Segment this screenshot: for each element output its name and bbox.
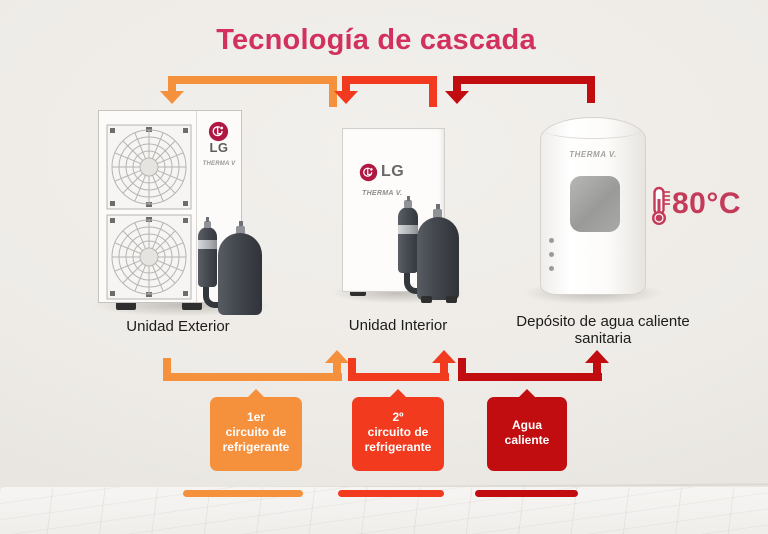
arrow-segment <box>440 361 448 381</box>
lg-logo-icon <box>208 121 229 142</box>
tank-label: Depósito de agua caliente sanitaria <box>503 313 703 347</box>
arrow-segment <box>458 373 602 381</box>
cylinder-band <box>398 225 418 234</box>
cylinder-foot <box>446 296 457 303</box>
arrow-segment <box>429 76 437 107</box>
hot-water-callout: Agua caliente <box>487 389 567 471</box>
outdoor-unit-panel-seam <box>196 111 197 302</box>
arrow-head-down-icon <box>160 91 184 104</box>
arrow-head-up-icon <box>585 350 609 363</box>
arrow-head-up-icon <box>432 350 456 363</box>
thermometer-icon <box>652 186 670 225</box>
cylinder-cap <box>433 209 442 218</box>
cylinder-stem <box>436 204 440 210</box>
cylinder-stem <box>407 196 410 201</box>
outdoor-unit-foot <box>116 302 136 310</box>
cylinder-cap <box>204 221 211 228</box>
outdoor-unit-foot <box>182 302 202 310</box>
arrow-segment <box>163 358 171 381</box>
tank-indicator-dot <box>549 266 554 271</box>
arrow-segment <box>348 373 449 381</box>
arrow-segment <box>458 358 466 381</box>
indoor-unit-label: Unidad Interior <box>348 317 448 334</box>
therma-v-model-text: THERMA V. <box>569 150 617 159</box>
accumulator-cylinder <box>198 227 217 287</box>
arrow-segment <box>587 76 595 103</box>
tank-label-line2: sanitaria <box>574 330 632 347</box>
lg-brand-text: LG <box>209 140 229 155</box>
arrow-segment <box>329 76 337 107</box>
therma-v-model-text: THERMA V. <box>362 190 403 197</box>
callout-line: circuito de <box>367 425 429 439</box>
arrow-segment <box>342 76 350 93</box>
cylinder-cap <box>404 200 412 208</box>
lg-logo-icon <box>359 163 378 182</box>
accumulator-cylinder <box>398 207 418 273</box>
compressor-cylinder <box>417 217 459 300</box>
cylinder-foot <box>421 296 432 303</box>
lg-brand-text: LG <box>381 163 405 180</box>
callout-line: 2º <box>392 410 404 424</box>
circuit2-legend-bar <box>338 490 444 497</box>
outdoor-unit-label: Unidad Exterior <box>126 318 230 335</box>
arrow-segment <box>453 76 461 93</box>
arrow-segment <box>163 373 342 381</box>
callout-line: refrigerante <box>222 440 290 454</box>
arrow-segment <box>333 361 341 381</box>
fan-grille-icon <box>106 124 192 210</box>
callout-line: 1er <box>246 410 266 424</box>
page-title: Tecnología de cascada <box>216 24 536 56</box>
callout-line: Agua <box>512 418 542 432</box>
circuit1-legend-bar <box>183 490 303 497</box>
tank-indicator-dot <box>549 238 554 243</box>
arrow-segment <box>168 76 176 93</box>
cylinder-band <box>198 240 217 249</box>
tank-label-line1: Depósito de agua caliente <box>516 313 690 330</box>
circuit1-callout: 1er circuito de refrigerante <box>210 389 302 471</box>
therma-v-model-text: THERMA V <box>202 161 236 167</box>
arrow-segment <box>342 76 437 84</box>
arrow-segment <box>453 76 595 84</box>
indoor-unit-foot <box>350 290 366 296</box>
callout-line: caliente <box>504 433 550 447</box>
arrow-segment <box>348 358 356 381</box>
arrow-head-down-icon <box>445 91 469 104</box>
tank-indicator-dot <box>549 252 554 257</box>
cylinder-cap <box>236 226 245 234</box>
refrigerant-pipe <box>404 266 422 294</box>
hot-water-legend-bar <box>475 490 578 497</box>
cylinder-stem <box>239 221 243 227</box>
arrow-segment <box>593 361 601 381</box>
temperature-value: 80°C <box>672 187 742 220</box>
cylinder-stem <box>206 217 209 222</box>
callout-line: refrigerante <box>364 440 432 454</box>
callout-line: circuito de <box>225 425 287 439</box>
tank-display-panel <box>570 176 620 232</box>
refrigerant-pipe <box>203 282 221 308</box>
arrow-segment <box>168 76 337 84</box>
arrow-head-down-icon <box>334 91 358 104</box>
circuit2-callout: 2º circuito de refrigerante <box>352 389 444 471</box>
fan-grille-icon <box>106 214 192 300</box>
compressor-cylinder <box>218 233 262 315</box>
arrow-head-up-icon <box>325 350 349 363</box>
